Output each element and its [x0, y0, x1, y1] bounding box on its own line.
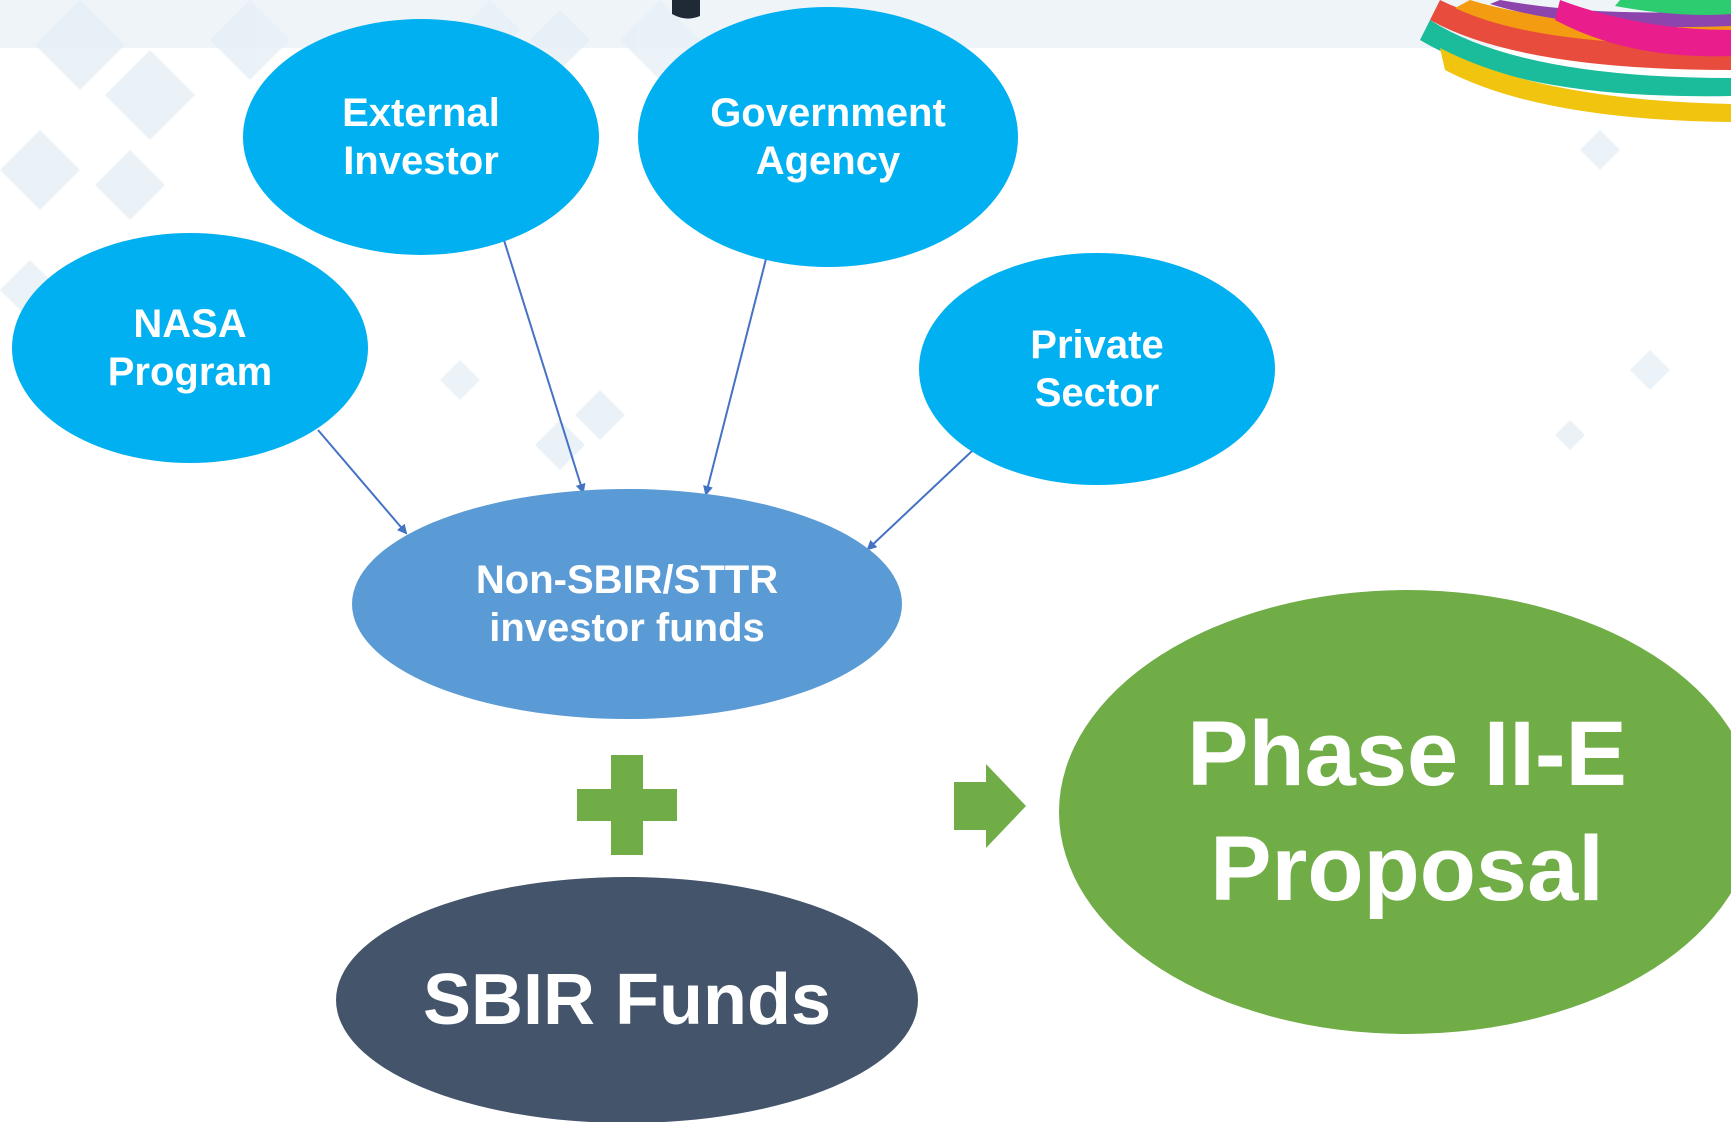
arrow-right-icon [954, 764, 1026, 848]
connector-private-to-hub [866, 450, 973, 551]
title-fragment [672, 0, 700, 19]
label-private-sector: Private Sector [1030, 323, 1164, 415]
node-nasa-program [12, 233, 368, 463]
connector-external-to-hub [502, 236, 586, 494]
node-private-sector [919, 253, 1275, 485]
label-government-agency: Government Agency [710, 91, 946, 183]
node-external-investor [243, 19, 599, 255]
label-sbir-funds: SBIR Funds [423, 959, 831, 1040]
label-external-investor: External Investor [342, 91, 500, 183]
label-nasa-program: NASA Program [107, 302, 273, 394]
node-sbir-funds [336, 877, 918, 1122]
label-investor-funds: Non-SBIR/STTR investor funds [475, 558, 779, 650]
node-investor-funds [352, 489, 902, 719]
node-government-agency [638, 7, 1018, 267]
connector-nasa-to-hub [317, 429, 408, 535]
plus-icon [577, 755, 677, 855]
connector-government-to-hub [703, 254, 768, 496]
label-phase-ii-e-proposal: Phase II-E Proposal [1187, 703, 1627, 920]
node-phase-ii-e-proposal [1059, 590, 1731, 1034]
ribbon-logo [1420, 0, 1731, 122]
